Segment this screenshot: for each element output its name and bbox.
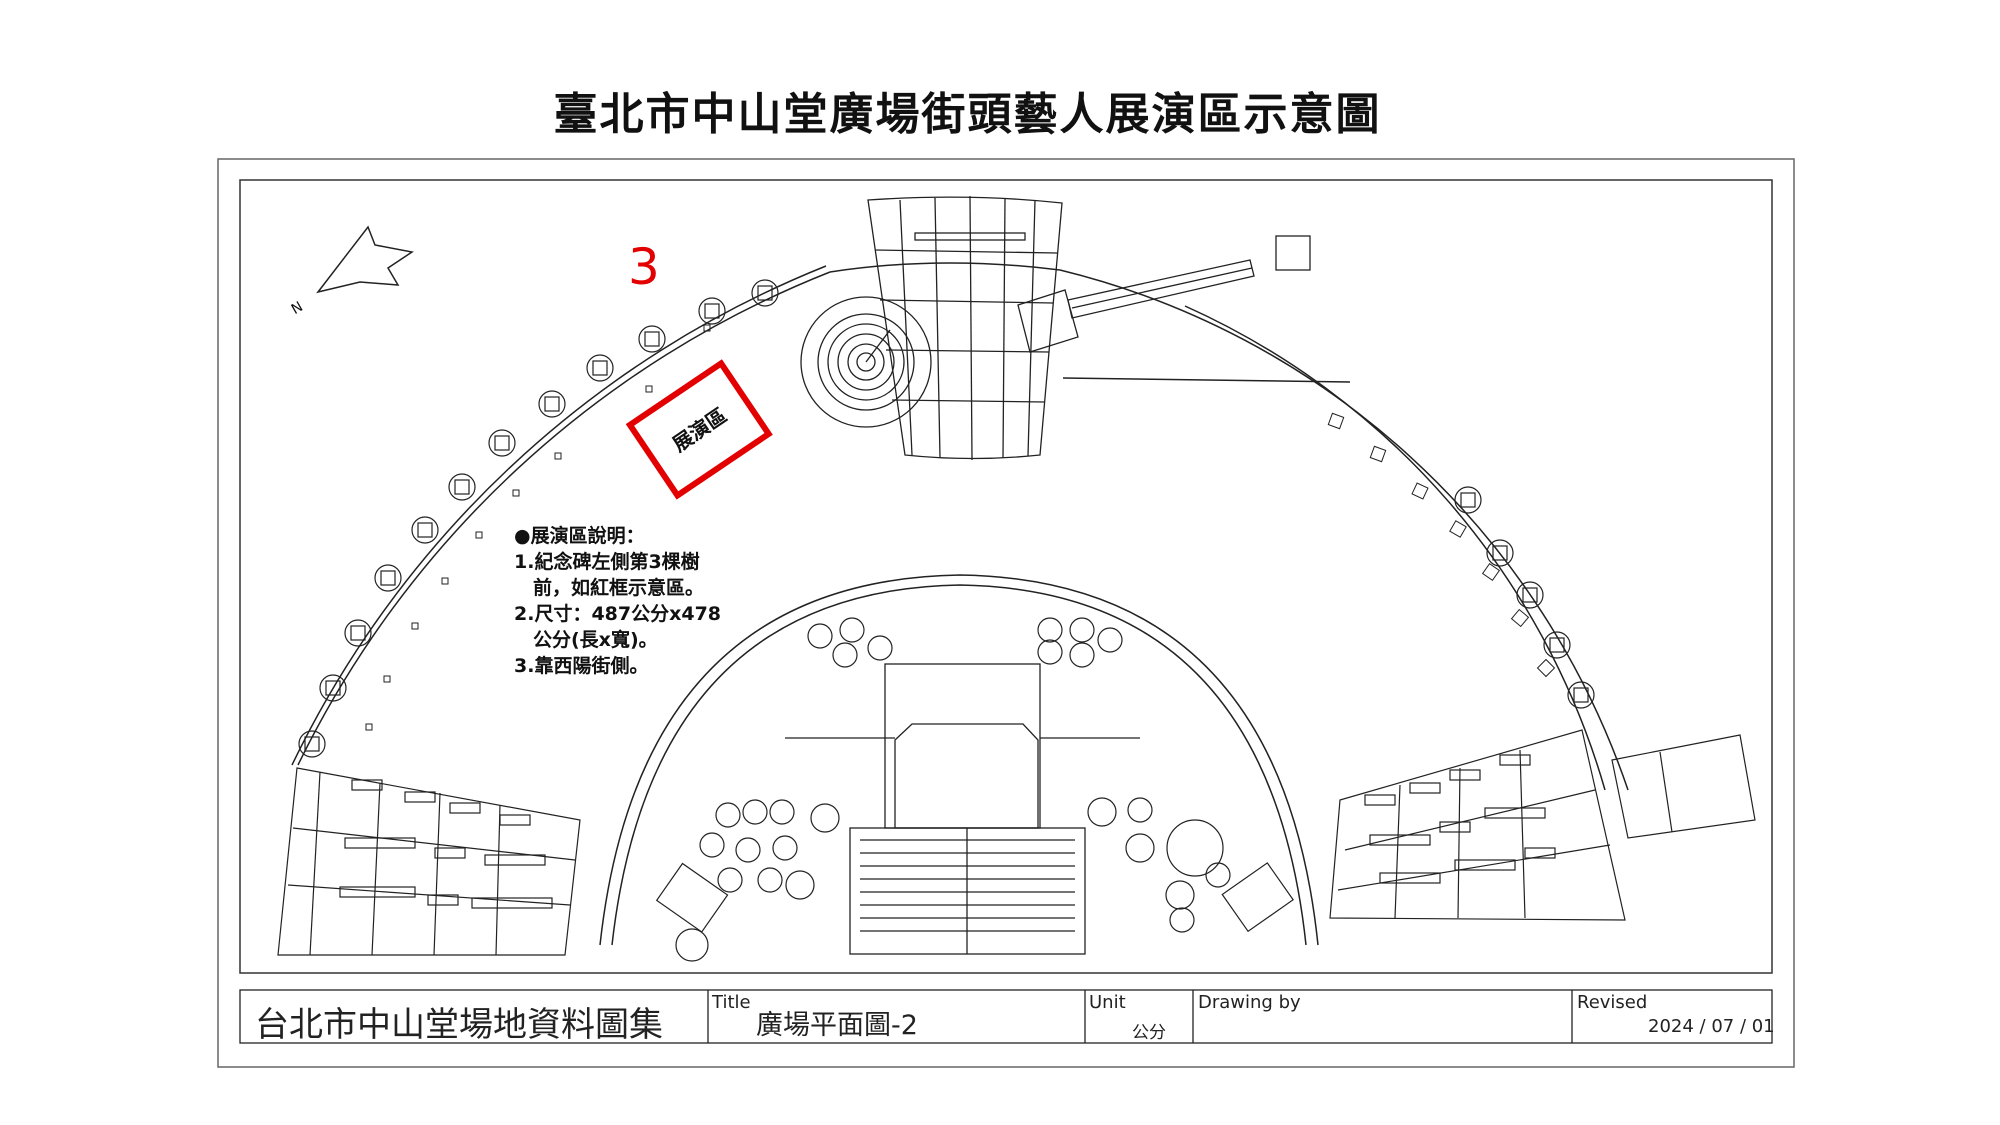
unit-value: 公分: [1132, 1023, 1166, 1043]
drawing-by-label: Drawing by: [1198, 992, 1301, 1013]
north-arrow-icon: [316, 225, 414, 294]
inner-arc: [599, 574, 1319, 946]
outer-frame: [217, 158, 1795, 1068]
note-line: 3.靠西陽街側。: [514, 655, 649, 677]
note-line: ●展演區說明：: [514, 525, 645, 547]
inner-frame: [239, 179, 1773, 974]
note-line: 2.尺寸：487公分x478: [514, 603, 722, 625]
revised-date: 2024 / 07 / 01: [1648, 1016, 1775, 1037]
note-line: 1.紀念碑左側第3棵樹: [514, 551, 700, 573]
plaza-arc: [291, 262, 1629, 791]
title-label: Title: [712, 992, 751, 1013]
revised-label: Revised: [1577, 992, 1648, 1013]
left-seating-block: [277, 767, 581, 956]
north-label: N: [289, 299, 306, 318]
note-line: 公分(長x寬)。: [514, 629, 658, 651]
zone-notes: ●展演區說明： 1.紀念碑左側第3棵樹 前，如紅框示意區。 2.尺寸：487公分…: [514, 523, 721, 679]
unit-label: Unit: [1089, 992, 1126, 1013]
title-block: [239, 989, 1773, 1044]
performance-zone: 展演區: [625, 359, 773, 500]
collection-name: 台北市中山堂場地資料圖集: [255, 1005, 663, 1045]
note-line: 前，如紅框示意區。: [514, 577, 705, 599]
right-seating-block: [1329, 729, 1756, 921]
central-monument: [800, 195, 1063, 461]
marker-number: 3: [628, 238, 660, 296]
shrubs: [655, 617, 1294, 962]
diagonal-corridor: [1017, 235, 1311, 353]
tree-row: [298, 279, 1595, 758]
page-title: 臺北市中山堂廣場街頭藝人展演區示意圖: [553, 89, 1382, 140]
title-value: 廣場平面圖-2: [756, 1010, 918, 1041]
main-building: [785, 663, 1140, 955]
light-posts: [365, 324, 1556, 731]
performance-zone-label: 展演區: [668, 403, 731, 456]
